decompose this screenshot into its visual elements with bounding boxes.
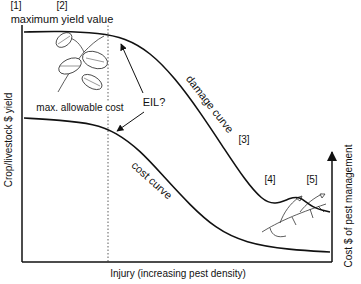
eil-line [108,22,109,262]
eil-arrow [117,112,144,131]
curve-label: max. allowable cost [35,102,124,114]
axis-title: Injury (increasing pest density) [109,268,247,280]
callout-number: [2] [55,0,68,12]
eil-label: EIL? [142,96,167,108]
axis-title: Cost $ of pest management [343,144,355,269]
y-axis [21,16,23,262]
cost-curve [24,118,330,252]
callout-number: [1] [9,0,22,12]
axis-title: Crop/livestock $ yield [3,92,15,188]
callout-number: [5] [305,174,318,186]
callout-number: [3] [237,134,250,146]
curve-label: maximum yield value [10,13,115,25]
eil-arrow [121,44,143,93]
damaged-plant [262,194,326,237]
cost-axis [331,152,333,262]
x-axis [22,261,332,263]
healthy-plant [53,30,110,93]
callout-number: [4] [263,174,276,186]
